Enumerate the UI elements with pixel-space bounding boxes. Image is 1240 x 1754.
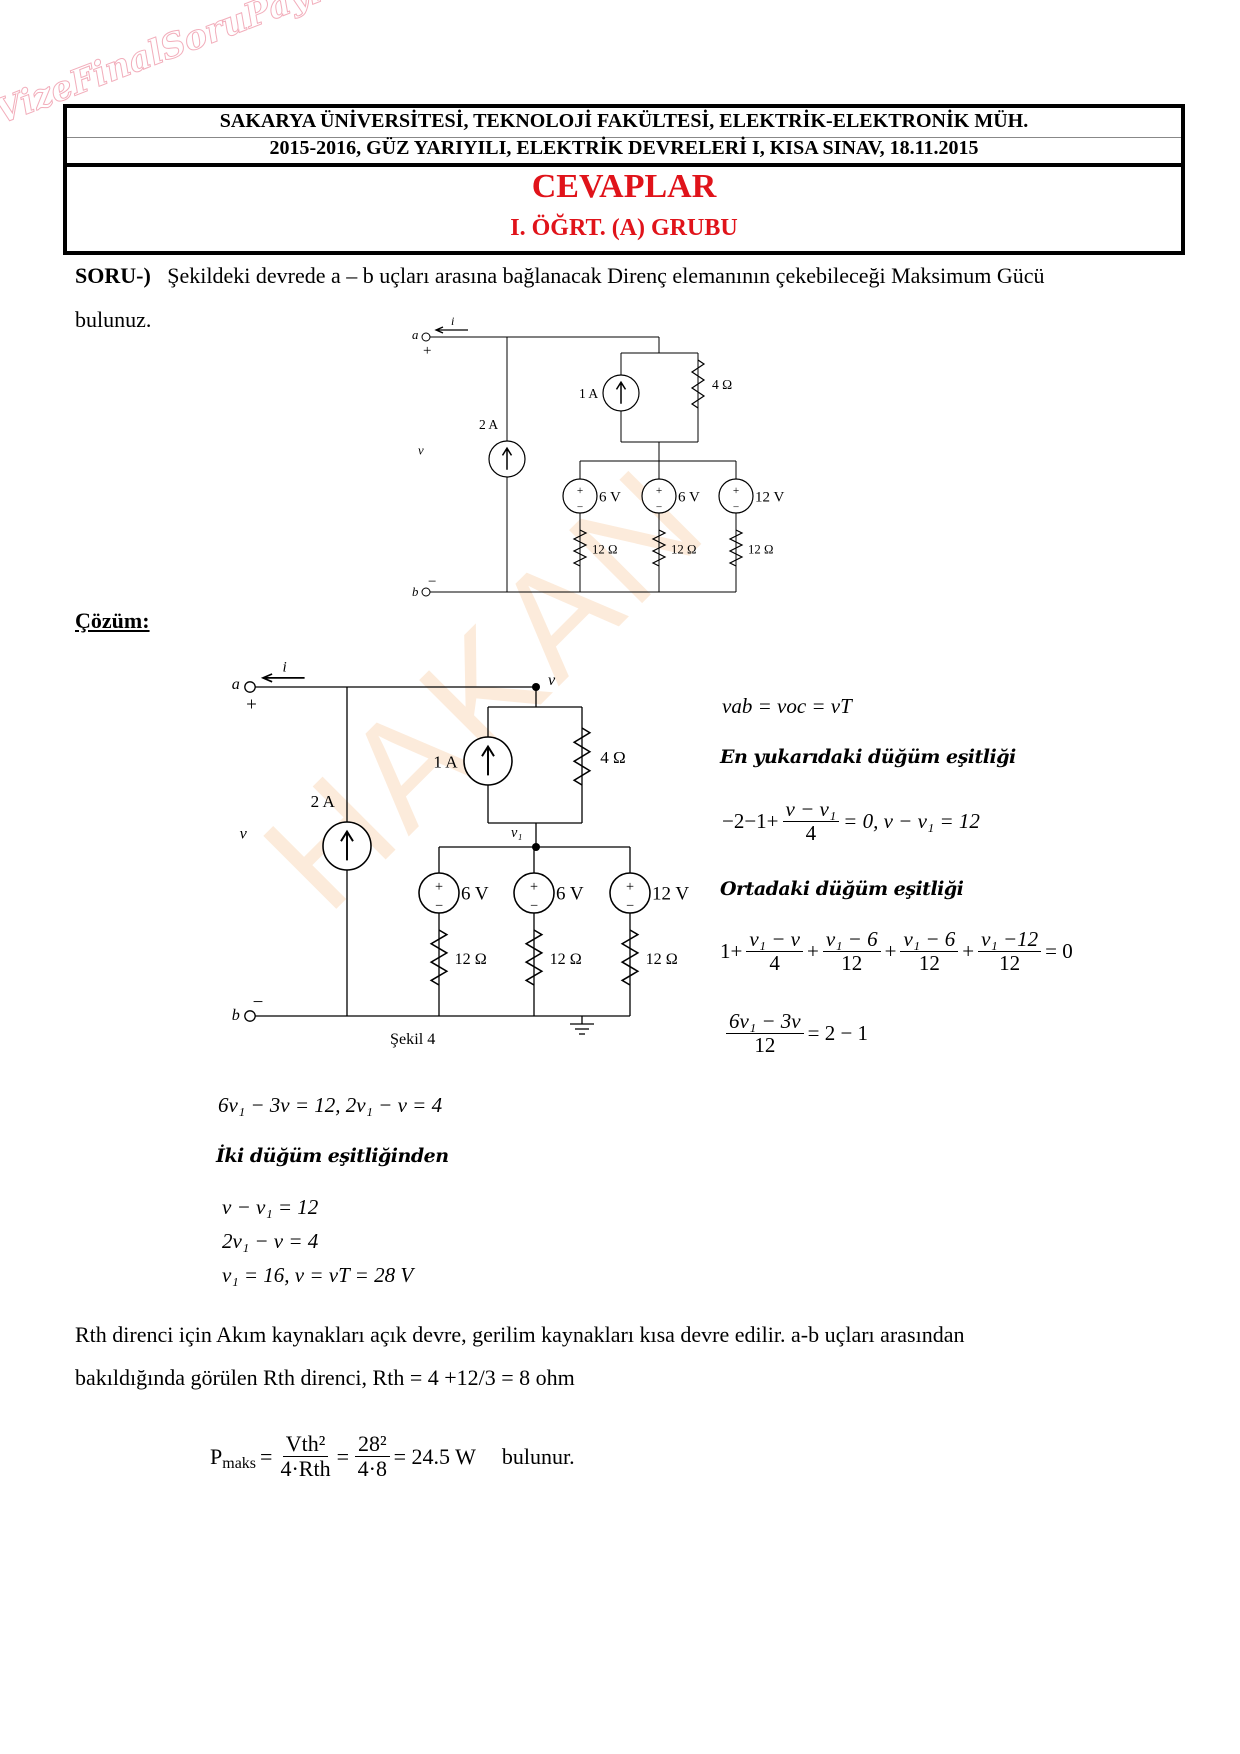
resistor-label: 12 Ω xyxy=(671,542,696,556)
denominator: 12 xyxy=(999,951,1021,976)
exam-info-line: 2015-2016, GÜZ YARIYILI, ELEKTRİK DEVREL… xyxy=(67,137,1181,167)
eq-part: −2−1+ xyxy=(722,809,779,834)
numerator: v₁ − 6 xyxy=(822,927,881,953)
source-voltage-label: 6 V xyxy=(678,489,700,505)
voltage-source-icon xyxy=(718,478,754,514)
heading-mid-node: Ortadaki düğüm eşitliği xyxy=(720,878,964,900)
source-voltage-label: 6 V xyxy=(599,489,621,505)
denominator: 4·Rth xyxy=(280,1456,331,1482)
plus-sign: + xyxy=(806,939,819,964)
minus-sign: − xyxy=(577,501,583,513)
label-i: i xyxy=(451,314,454,328)
minus-sign: − xyxy=(733,501,739,513)
denominator: 4 xyxy=(805,821,817,846)
label-b: b xyxy=(412,585,418,599)
label-a: a xyxy=(412,328,418,342)
question-text-2: bulunuz. xyxy=(75,307,152,332)
resistor-icon xyxy=(690,359,706,409)
resistor-icon xyxy=(728,529,744,567)
label-v: v xyxy=(418,444,424,458)
eq-vab: vab = voc = vT xyxy=(722,694,852,718)
numerator: Vth² xyxy=(282,1431,329,1458)
heading-both-nodes: İki düğüm eşitliğinden xyxy=(216,1145,449,1167)
sys-eq-2: 2v₁ − v = 4 xyxy=(222,1229,319,1253)
arrow-left-icon xyxy=(434,326,468,334)
denominator: 12 xyxy=(754,1033,776,1058)
eq-part: 1+ xyxy=(720,939,743,964)
label-1a: 1 A xyxy=(579,386,598,401)
terminal-a xyxy=(421,332,431,342)
denominator: 12 xyxy=(841,951,863,976)
resistor-label: 12 Ω xyxy=(592,542,617,556)
answers-title: CEVAPLAR xyxy=(531,168,717,205)
plus-sign: + xyxy=(656,485,662,497)
eq-part: = 0, v − v₁ = 12 xyxy=(843,809,980,834)
eq-pair: 6v₁ − 3v = 12, 2v₁ − v = 4 xyxy=(218,1093,443,1117)
arrow-up-icon xyxy=(615,380,627,404)
eq-part: = 0 xyxy=(1045,939,1073,964)
denominator: 4 xyxy=(769,951,780,976)
plus-sign: + xyxy=(884,939,897,964)
arrow-up-icon xyxy=(501,446,513,470)
question-label: SORU-) xyxy=(75,263,151,288)
resistor-label: 12 Ω xyxy=(748,542,773,556)
resistor-icon xyxy=(651,529,667,567)
power-suffix: bulunur. xyxy=(501,1443,575,1469)
numerator: v₁ − v xyxy=(746,927,803,953)
voltage-source-icon xyxy=(562,478,598,514)
question-text: Şekildeki devrede a – b uçları arasına b… xyxy=(167,263,1045,288)
denominator: 4·8 xyxy=(357,1456,387,1482)
source-voltage-label: 12 V xyxy=(755,489,784,505)
power-result: = 24.5 W xyxy=(393,1443,476,1469)
numerator: 6v₁ − 3v xyxy=(726,1009,804,1035)
minus-label: − xyxy=(428,574,436,590)
sys-eq-3: v₁ = 16, v = vT = 28 V xyxy=(222,1263,414,1287)
resistor-icon xyxy=(572,529,588,567)
question: SORU-) Şekildeki devrede a – b uçları ar… xyxy=(75,263,1044,289)
numerator: 28² xyxy=(355,1431,390,1458)
plus-sign: + xyxy=(577,485,583,497)
plus-sign: + xyxy=(962,939,975,964)
p-sub: maks xyxy=(222,1454,257,1472)
rth-text-2: bakıldığında görülen Rth direnci, Rth = … xyxy=(75,1365,575,1390)
plus-sign: + xyxy=(733,485,739,497)
rth-text-1: Rth direnci için Akım kaynakları açık de… xyxy=(75,1322,965,1347)
denominator: 12 xyxy=(918,951,940,976)
voltage-source-icon xyxy=(641,478,677,514)
numerator: v₁ −12 xyxy=(978,927,1042,953)
group-title: I. ÖĞRT. (A) GRUBU xyxy=(510,215,738,241)
exam-header: SAKARYA ÜNİVERSİTESİ, TEKNOLOJİ FAKÜLTES… xyxy=(63,104,1185,255)
plus-label: + xyxy=(423,343,431,359)
label-4-ohm: 4 Ω xyxy=(712,377,732,392)
heading-top-node: En yukarıdaki düğüm eşitliği xyxy=(720,746,1016,768)
p-label: P xyxy=(210,1443,223,1469)
numerator: v − v₁ xyxy=(782,797,840,823)
minus-sign: − xyxy=(656,501,662,513)
eq-part: = 2 − 1 xyxy=(807,1021,869,1046)
solution-heading: Çözüm: xyxy=(75,608,150,633)
university-line: SAKARYA ÜNİVERSİTESİ, TEKNOLOJİ FAKÜLTES… xyxy=(67,110,1181,138)
label-2a: 2 A xyxy=(479,417,498,432)
numerator: v₁ − 6 xyxy=(900,927,959,953)
sys-eq-1: v − v₁ = 12 xyxy=(222,1195,319,1219)
